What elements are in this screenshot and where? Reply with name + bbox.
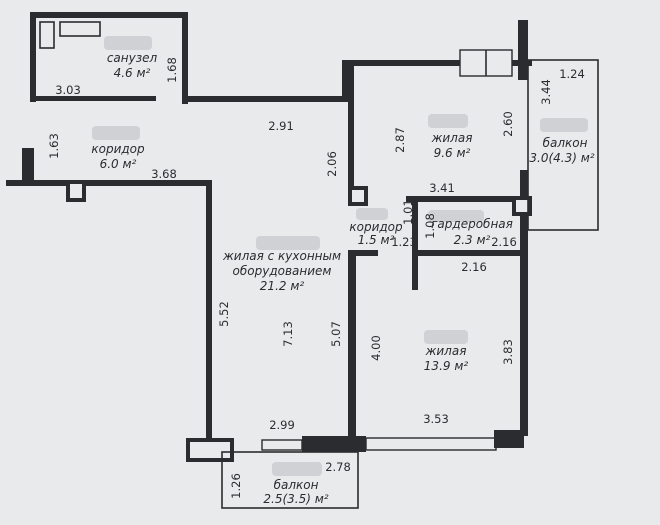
balcony-2-outline	[221, 451, 359, 509]
column-bottom-left-inner	[190, 442, 230, 458]
dim-303: 3.03	[55, 83, 81, 97]
bath-fixture	[59, 21, 101, 37]
blur-mark	[256, 236, 320, 250]
wall-room2-right	[520, 216, 528, 436]
wall-wardrobe-left	[412, 200, 418, 290]
wall-wardrobe-top	[406, 196, 514, 202]
dim-124: 1.24	[559, 67, 585, 81]
room-labels: санузел 4.6 м² коридор 6.0 м² жилая с ку…	[91, 51, 594, 506]
wall-bottom-right	[494, 430, 524, 448]
wall-left-top	[6, 180, 212, 186]
label-corridor1-area: 6.0 м²	[100, 157, 137, 171]
dim-287: 2.87	[393, 127, 407, 153]
balcony-1-outline	[527, 59, 599, 231]
blur-mark	[540, 118, 588, 132]
label-kitchen-name: жилая с кухонным	[222, 249, 341, 263]
wall-bottom-mid	[302, 436, 366, 452]
dim-299: 2.99	[269, 418, 295, 432]
wall-center	[348, 250, 356, 440]
dim-216b: 2.16	[461, 260, 487, 274]
column-right-inner	[516, 200, 528, 212]
blur-mark	[356, 208, 388, 220]
wall-bathroom-right	[182, 12, 188, 104]
label-corridor1-name: коридор	[91, 142, 145, 156]
blur-mark	[424, 330, 468, 344]
dim-123: 1.23	[391, 235, 417, 249]
label-balcony1-area: 3.0(4.3) м²	[529, 151, 594, 165]
wall-kitchen-right-outer	[206, 180, 212, 444]
blur-mark	[104, 36, 152, 50]
dim-206: 2.06	[325, 151, 339, 177]
blur-mark	[272, 462, 322, 476]
blur-marks	[92, 36, 588, 476]
dim-552: 5.52	[217, 301, 231, 327]
label-balcony1-name: балкон	[543, 136, 588, 150]
walls	[6, 12, 532, 462]
blur-mark	[428, 114, 468, 128]
wall-room1-right-top	[518, 20, 528, 80]
dimension-labels: 3.03 1.68 1.63 2.91 3.68 2.06 2.87 2.60 …	[47, 57, 585, 499]
dim-353: 3.53	[423, 412, 449, 426]
wall-top-mid	[182, 96, 348, 102]
window-room2	[365, 437, 497, 451]
dim-507: 5.07	[329, 321, 343, 347]
dim-216a: 2.16	[491, 235, 517, 249]
window-kitchen	[261, 439, 303, 451]
label-kitchen-name2: оборудованием	[233, 264, 332, 278]
column-room1-inner	[352, 190, 364, 202]
dim-260: 2.60	[501, 111, 515, 137]
label-living1-name: жилая	[431, 131, 473, 145]
dim-168: 1.68	[165, 57, 179, 83]
column-left-inner	[70, 184, 82, 198]
label-living2-area: 13.9 м²	[424, 359, 469, 373]
wall-room1-left	[348, 66, 354, 194]
shower-fixture	[39, 21, 55, 49]
label-corridor2-name: коридор	[349, 220, 403, 234]
wall-bathroom-left	[30, 12, 36, 102]
label-living2-name: жилая	[425, 344, 467, 358]
dim-163: 1.63	[47, 133, 61, 159]
dim-383: 3.83	[501, 339, 515, 365]
wall-room1-right	[520, 170, 528, 220]
wall-mid-stub	[342, 60, 348, 102]
wall-room1-top-left	[342, 60, 460, 66]
wall-wardrobe-bottom	[418, 250, 520, 256]
wall-center-stub	[356, 250, 378, 256]
label-sanuzel-area: 4.6 м²	[114, 66, 151, 80]
dim-344: 3.44	[539, 79, 553, 105]
dim-368: 3.68	[151, 167, 177, 181]
label-living1-area: 9.6 м²	[434, 146, 471, 160]
label-corridor2-area: 1.5 м²	[358, 233, 395, 247]
dim-126: 1.26	[229, 473, 243, 499]
dim-341: 3.41	[429, 181, 455, 195]
label-kitchen-area: 21.2 м²	[260, 279, 305, 293]
dim-108: 1.08	[423, 213, 437, 239]
label-balcony2-name: балкон	[274, 478, 319, 492]
balconies	[221, 59, 599, 509]
dim-101: 1.01	[401, 199, 415, 225]
wall-bathroom-bottom	[36, 96, 156, 101]
blur-mark	[92, 126, 140, 140]
label-sanuzel-name: санузел	[107, 51, 158, 65]
dim-278: 2.78	[325, 460, 351, 474]
dim-400: 4.00	[369, 335, 383, 361]
label-wardrobe-area: 2.3 м²	[454, 233, 491, 247]
blur-mark	[428, 210, 484, 222]
wall-left-stub	[22, 148, 34, 184]
label-wardrobe-name: гардеробная	[431, 217, 513, 231]
wall-bathroom-top	[30, 12, 188, 18]
dim-713: 7.13	[281, 321, 295, 347]
label-balcony2-area: 2.5(3.5) м²	[263, 492, 328, 506]
dim-291: 2.91	[268, 119, 294, 133]
